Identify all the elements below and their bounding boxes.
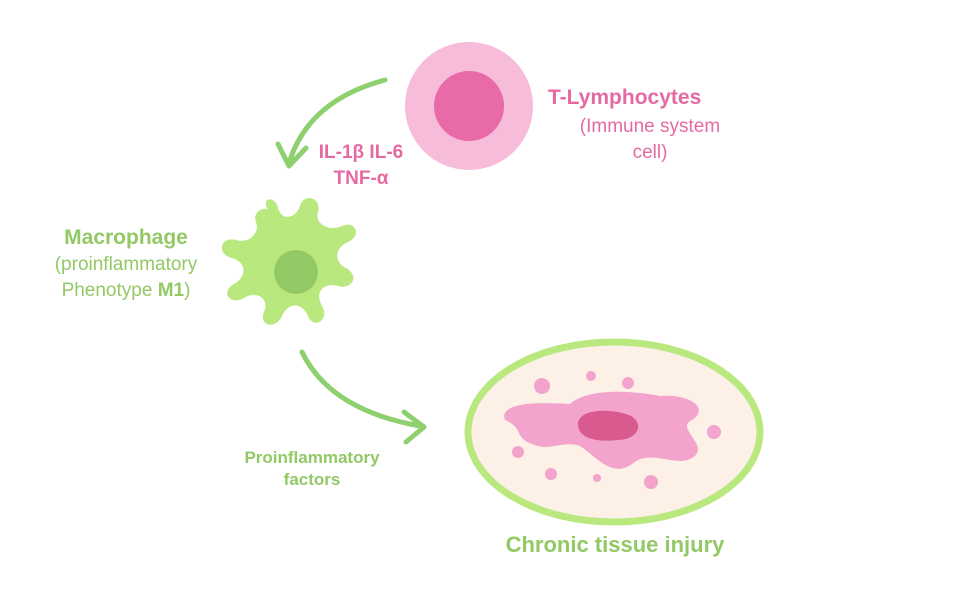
macrophage-cell-icon <box>221 198 356 325</box>
cytokines-line1: IL-1β IL-6 <box>318 142 404 163</box>
t-lymphocyte-cell-icon <box>405 42 533 170</box>
factors-line2: factors <box>283 470 341 489</box>
macrophage-subtitle-line2: Phenotype M1) <box>26 280 226 302</box>
cytokines-line2: TNF-α <box>333 168 389 189</box>
t-lymphocytes-title: T-Lymphocytes <box>548 86 702 109</box>
tissue-cell-icon <box>464 338 764 526</box>
chronic-tissue-injury-label: Chronic tissue injury <box>505 532 725 557</box>
factors-line1: Proinflammatory <box>244 448 380 467</box>
macrophage-phenotype-m1: M1 <box>157 280 185 301</box>
macrophage-phenotype-suffix: ) <box>184 280 191 301</box>
macrophage-title: Macrophage <box>64 226 188 249</box>
t-lymphocytes-subtitle-line1: (Immune system <box>579 116 721 137</box>
t-lymphocytes-subtitle-line2: cell) <box>632 142 668 163</box>
proinflammatory-arrow-icon <box>299 349 427 445</box>
macrophage-phenotype-prefix: Phenotype <box>61 280 158 301</box>
macrophage-subtitle-line1: (proinflammatory <box>54 254 198 275</box>
cytokine-arrow-icon <box>275 77 388 169</box>
